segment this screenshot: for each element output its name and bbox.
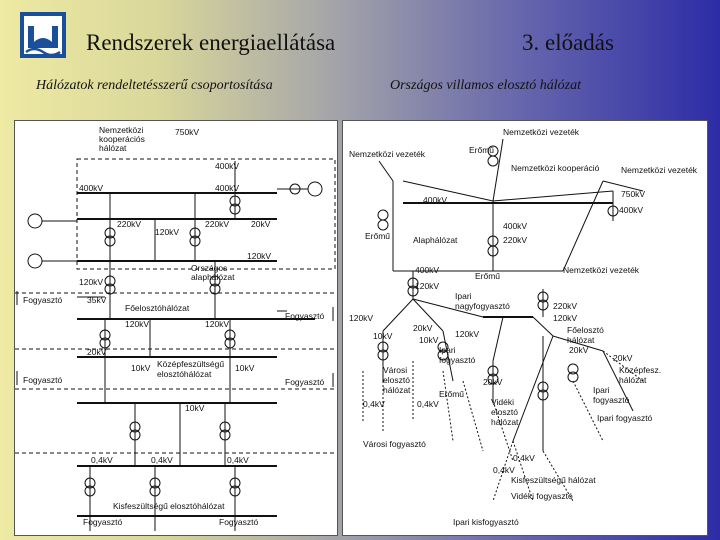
v04-label-d: 0,4kV (493, 465, 515, 475)
main-dist-label: Főelosztóhálózat (125, 303, 190, 313)
v04-label-a: 0,4kV (91, 455, 113, 465)
v20-label-a: 20kV (251, 219, 271, 229)
v120-label-c: 120kV (349, 313, 373, 323)
v20-label-d: 20kV (483, 377, 503, 387)
industrial-consumer-right-2: fogyasztó (593, 395, 630, 405)
v04-label-b: 0,4kV (417, 399, 439, 409)
v120-label-c: 120kV (79, 277, 103, 287)
power-plant-label-a: Erőmű (469, 145, 494, 155)
v400-label-a: 400kV (215, 161, 239, 171)
v400-label-a: 400kV (423, 195, 447, 205)
low-voltage-label: Kisfeszültségű elosztóhálózat (113, 501, 225, 511)
v20-label-c: 20kV (613, 353, 633, 363)
city-net-label-2: elosztó (383, 375, 410, 385)
v120-label-e: 120kV (205, 319, 229, 329)
v120-label-b: 120kV (553, 313, 577, 323)
national-base-label-2: alaphálózat (191, 272, 235, 282)
industrial-small-label: Ipari kisfogyasztó (453, 517, 519, 527)
consumer-label-f: Fogyasztó (219, 517, 258, 527)
consumer-label-e: Fogyasztó (83, 517, 122, 527)
network-classification-diagram: Nemzetközi kooperációs hálózat 750kV 400… (14, 120, 338, 536)
v220-label-a: 220kV (503, 235, 527, 245)
v10-label-a: 10kV (131, 363, 151, 373)
low-voltage-label: Kisfeszültségű hálózat (511, 475, 596, 485)
power-plant-label-c: Erőmű (475, 271, 500, 281)
right-subtitle: Országos villamos elosztó hálózat (390, 78, 581, 93)
intl-coop-label: Nemzetközi kooperáció (511, 163, 600, 173)
rural-net-label-1: Vidéki (491, 397, 514, 407)
national-distribution-diagram: Nemzetközi vezeték Nemzetközi vezeték Er… (342, 120, 708, 536)
v120-label-d: 120kV (125, 319, 149, 329)
intl-line-label-mid: Nemzetközi vezeték (563, 265, 640, 275)
consumer-label-b: Fogyasztó (285, 311, 324, 321)
national-base-label-1: Országos (191, 263, 227, 273)
v400-label-b: 400kV (619, 205, 643, 215)
intl-line-label-left: Nemzetközi vezeték (349, 149, 426, 159)
v120-label-b: 120kV (247, 251, 271, 261)
university-logo-icon (20, 12, 66, 58)
consumer-label-c: Fogyasztó (23, 375, 62, 385)
main-dist-label-1: Főelosztó (567, 325, 604, 335)
medium-voltage-label-2: elosztóhálózat (157, 369, 212, 379)
v20-label-b: 20kV (87, 347, 107, 357)
v20-label-a: 20kV (413, 323, 433, 333)
intl-coop-label-1: Nemzetközi (99, 125, 144, 135)
city-consumer-label: Városi fogyasztó (363, 439, 426, 449)
main-dist-label-2: hálózat (567, 335, 595, 345)
rural-net-label-3: hálózat (491, 417, 519, 427)
industrial-consumer-label-2: fogyasztó (439, 355, 476, 365)
city-net-label-1: Városi (383, 365, 407, 375)
industrial-large-label-2: nagyfogyasztó (455, 301, 510, 311)
slide-title: Rendszerek energiaellátása (86, 30, 336, 55)
v400-label-c: 400kV (415, 265, 439, 275)
power-plant-label-b: Erőmű (365, 231, 390, 241)
v10-label-a: 10kV (373, 331, 393, 341)
v04-label-c: 0,4kV (227, 455, 249, 465)
v10-label-c: 10kV (185, 403, 205, 413)
v120-label-d: 120kV (455, 329, 479, 339)
industrial-large-label-1: Ipari (455, 291, 472, 301)
base-network-label: Alaphálózat (413, 235, 458, 245)
v10-label-b: 10kV (419, 335, 439, 345)
v400-label-b: 400kV (79, 183, 103, 193)
medium-voltage-label-1: Középfeszültségű (157, 359, 224, 369)
industrial-consumer-b-label: Ipari fogyasztó (597, 413, 653, 423)
v04-label-a: 0,4kV (363, 399, 385, 409)
rural-consumer-label: Vidéki fogyasztó (511, 491, 573, 501)
v400-label-c: 400kV (215, 183, 239, 193)
v120-label-a: 120kV (415, 281, 439, 291)
v120-label-a: 120kV (155, 227, 179, 237)
v04-label-b: 0,4kV (151, 455, 173, 465)
industrial-consumer-label-1: Ipari (439, 345, 456, 355)
medium-voltage-label-1: Középfesz. (619, 365, 661, 375)
v220-label-b: 220kV (553, 301, 577, 311)
power-plant-label-d: Erőmű (439, 389, 464, 399)
industrial-consumer-right-1: Ipari (593, 385, 610, 395)
lecture-number: 3. előadás (522, 30, 614, 55)
consumer-label-d: Fogyasztó (285, 377, 324, 387)
intl-coop-label-3: hálózat (99, 143, 127, 153)
city-net-label-3: hálózat (383, 385, 411, 395)
v35-label: 35kV (87, 295, 107, 305)
intl-line-label-top: Nemzetközi vezeték (503, 127, 580, 137)
intl-coop-label-2: kooperációs (99, 134, 145, 144)
v100-label: 400kV (503, 221, 527, 231)
v750-label: 750kV (175, 127, 199, 137)
v220-label-a: 220kV (117, 219, 141, 229)
v20-label-b: 20kV (569, 345, 589, 355)
v750-label: 750kV (621, 189, 645, 199)
consumer-label-a: Fogyasztó (23, 295, 62, 305)
intl-line-label-right: Nemzetközi vezeték (621, 165, 698, 175)
rural-net-label-2: elosztó (491, 407, 518, 417)
v04-label-c: 0,4kV (513, 453, 535, 463)
left-subtitle: Hálózatok rendeltetésszerű csoportosítás… (36, 78, 273, 93)
v10-label-b: 10kV (235, 363, 255, 373)
medium-voltage-label-2: hálózat (619, 375, 647, 385)
v220-label-b: 220kV (205, 219, 229, 229)
